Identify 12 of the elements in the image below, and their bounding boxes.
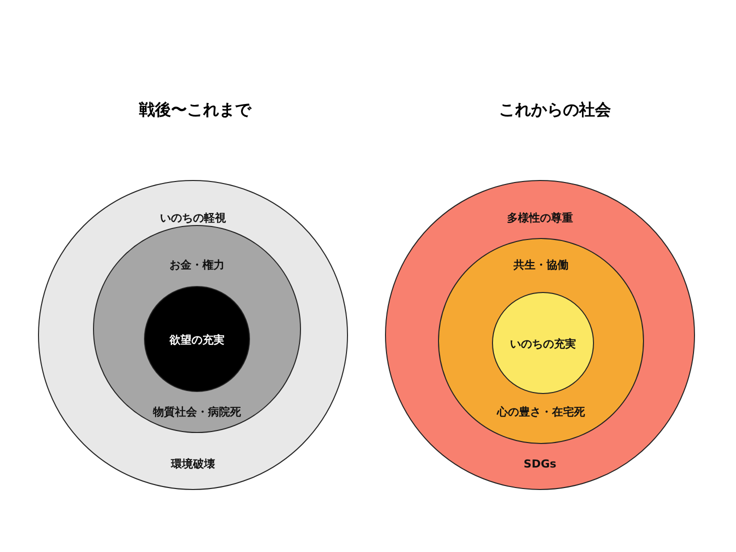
ring-label: 多様性の尊重 (507, 212, 573, 224)
ring-label: 環境破壊 (171, 458, 215, 470)
ring-label: 共生・協働 (514, 258, 568, 272)
panel-heading: これからの社会 (499, 100, 611, 121)
panel-heading: 戦後〜これまで (139, 100, 251, 121)
ring-label: 欲望の充実 (170, 334, 224, 346)
ring-label: SDGs (524, 458, 556, 470)
ring-label: いのちの軽視 (160, 212, 226, 224)
ring-label: いのちの充実 (510, 338, 576, 350)
ring-label: 心の豊さ・在宅死 (497, 406, 585, 418)
ring-label: 物質社会・病院死 (153, 406, 241, 418)
ring-label: お金・権力 (170, 258, 224, 272)
